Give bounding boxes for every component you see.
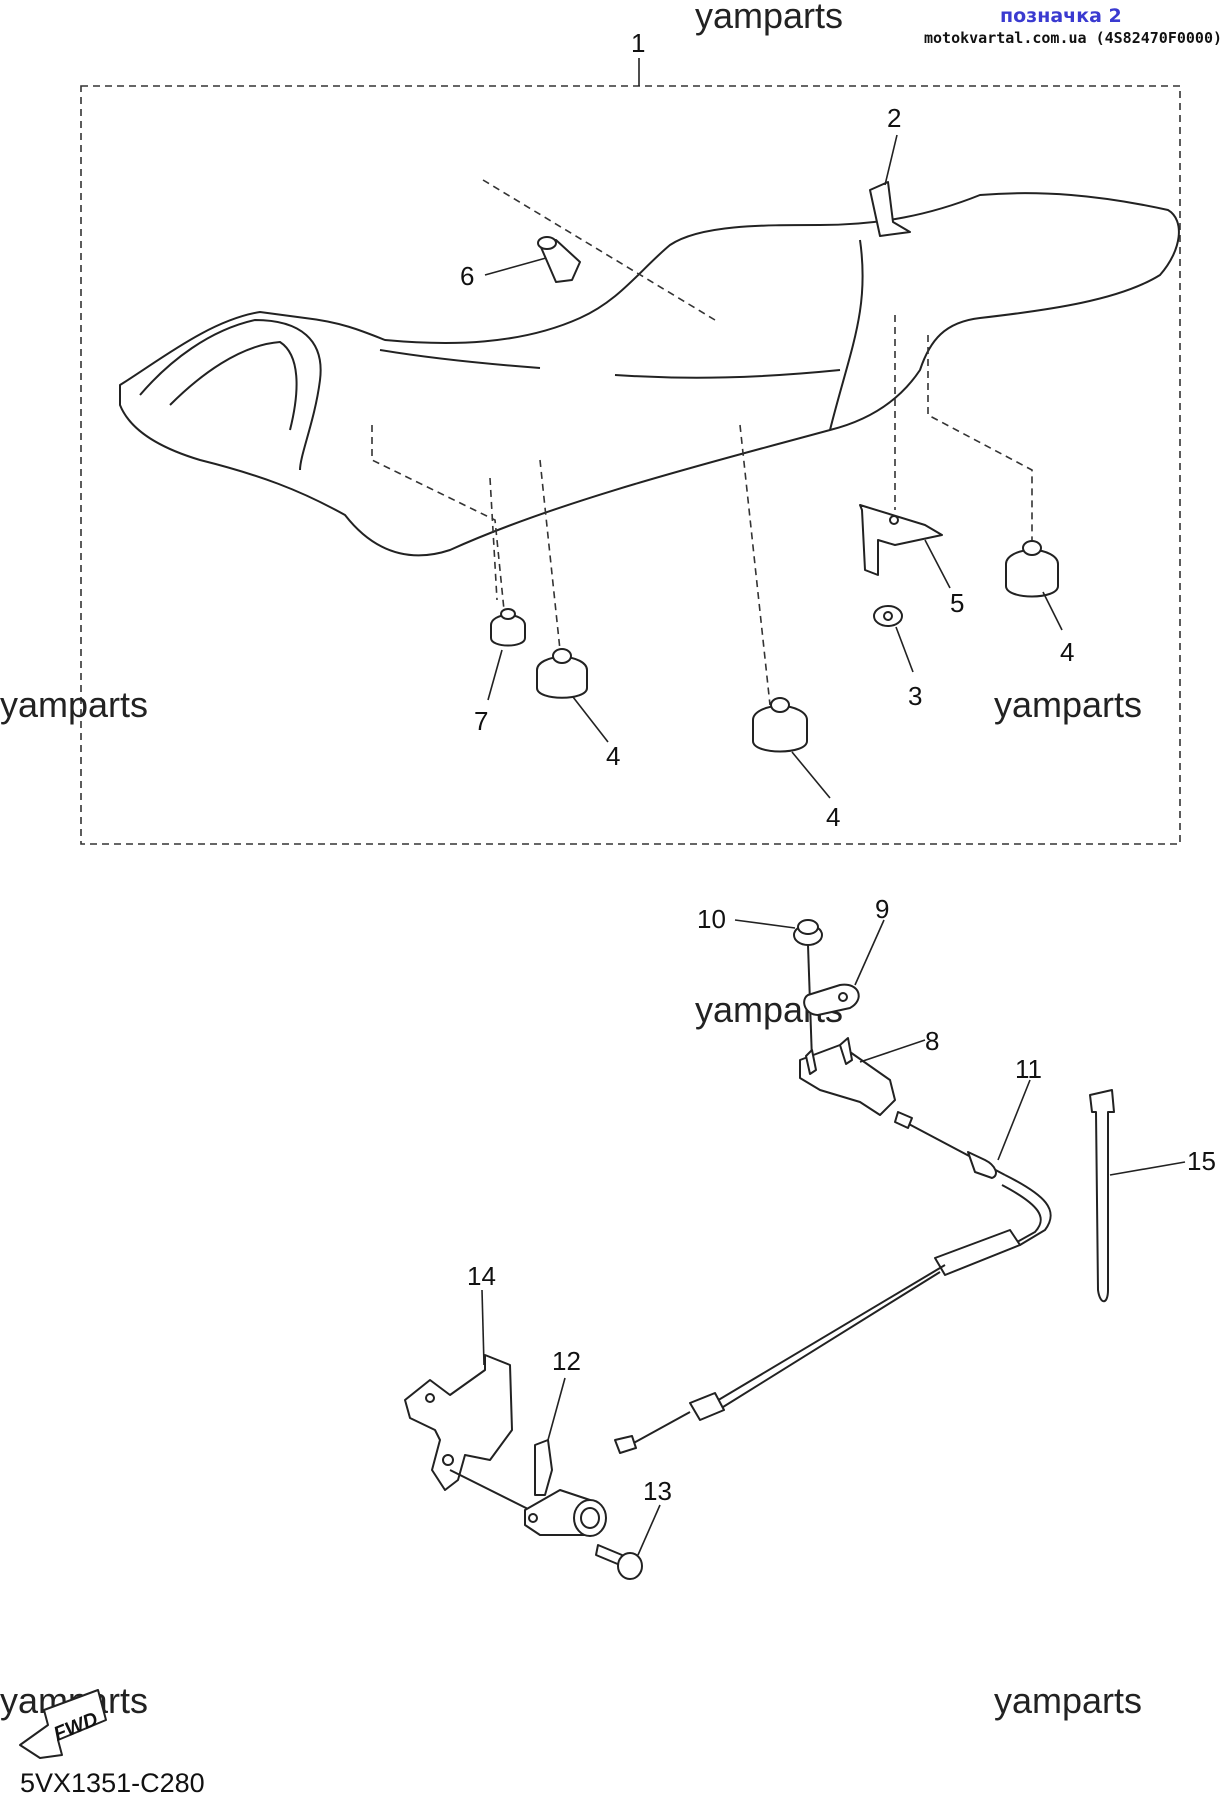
dash-upper-7 xyxy=(489,477,498,601)
dash-4-right xyxy=(927,335,1033,540)
part-6-plug xyxy=(537,236,581,283)
callout-13: 13 xyxy=(643,1476,672,1506)
callout-1: 1 xyxy=(631,28,645,58)
part-4-damper-middle xyxy=(752,697,808,753)
watermark-left: yamparts xyxy=(0,684,148,725)
callout-11: 11 xyxy=(1015,1054,1042,1084)
callout-4-middle: 4 xyxy=(826,802,840,832)
dash-4-left xyxy=(539,459,561,651)
callout-9: 9 xyxy=(875,894,889,924)
callout-2: 2 xyxy=(887,103,901,133)
dash-4-mid xyxy=(739,424,771,706)
callout-3: 3 xyxy=(908,681,922,711)
part-9-plate xyxy=(803,983,860,1016)
callout-15: 15 xyxy=(1187,1146,1216,1176)
callout-4-left: 4 xyxy=(606,741,620,771)
callout-8: 8 xyxy=(925,1026,939,1056)
part-13-screw xyxy=(595,1544,643,1580)
dash-6 xyxy=(482,179,716,321)
watermark-bottom-right: yamparts xyxy=(994,1680,1142,1721)
callout-12: 12 xyxy=(552,1346,581,1376)
header-label: позначка 2 xyxy=(1000,5,1122,27)
seat xyxy=(119,181,1180,557)
callout-4-right: 4 xyxy=(1060,637,1074,667)
dash-7 xyxy=(371,425,506,621)
callout-10: 10 xyxy=(697,904,726,934)
part-4-damper-right xyxy=(1005,540,1059,598)
callout-14: 14 xyxy=(467,1261,496,1291)
part-5-bracket xyxy=(859,504,943,576)
part-7-damper xyxy=(490,608,526,647)
callout-7: 7 xyxy=(474,706,488,736)
kit-boundary xyxy=(80,85,1181,845)
callout-5: 5 xyxy=(950,588,964,618)
part-11-cable xyxy=(614,1111,1052,1454)
part-14-bracket xyxy=(404,1354,513,1491)
diagram-code: 5VX1351-C280 xyxy=(20,1768,205,1798)
part-15-cable-tie xyxy=(1089,1089,1115,1303)
part-8-latch xyxy=(799,1037,896,1116)
watermark-top: yamparts xyxy=(695,0,843,36)
part-3-nut xyxy=(873,605,903,627)
part-4-damper-left xyxy=(536,648,588,699)
part-12-lock xyxy=(524,1439,607,1537)
part-10-nut xyxy=(793,919,823,946)
header-site: motokvartal.com.ua (4S82470F0000) xyxy=(924,29,1221,47)
watermark-right: yamparts xyxy=(994,684,1142,725)
callout-6: 6 xyxy=(460,261,474,291)
